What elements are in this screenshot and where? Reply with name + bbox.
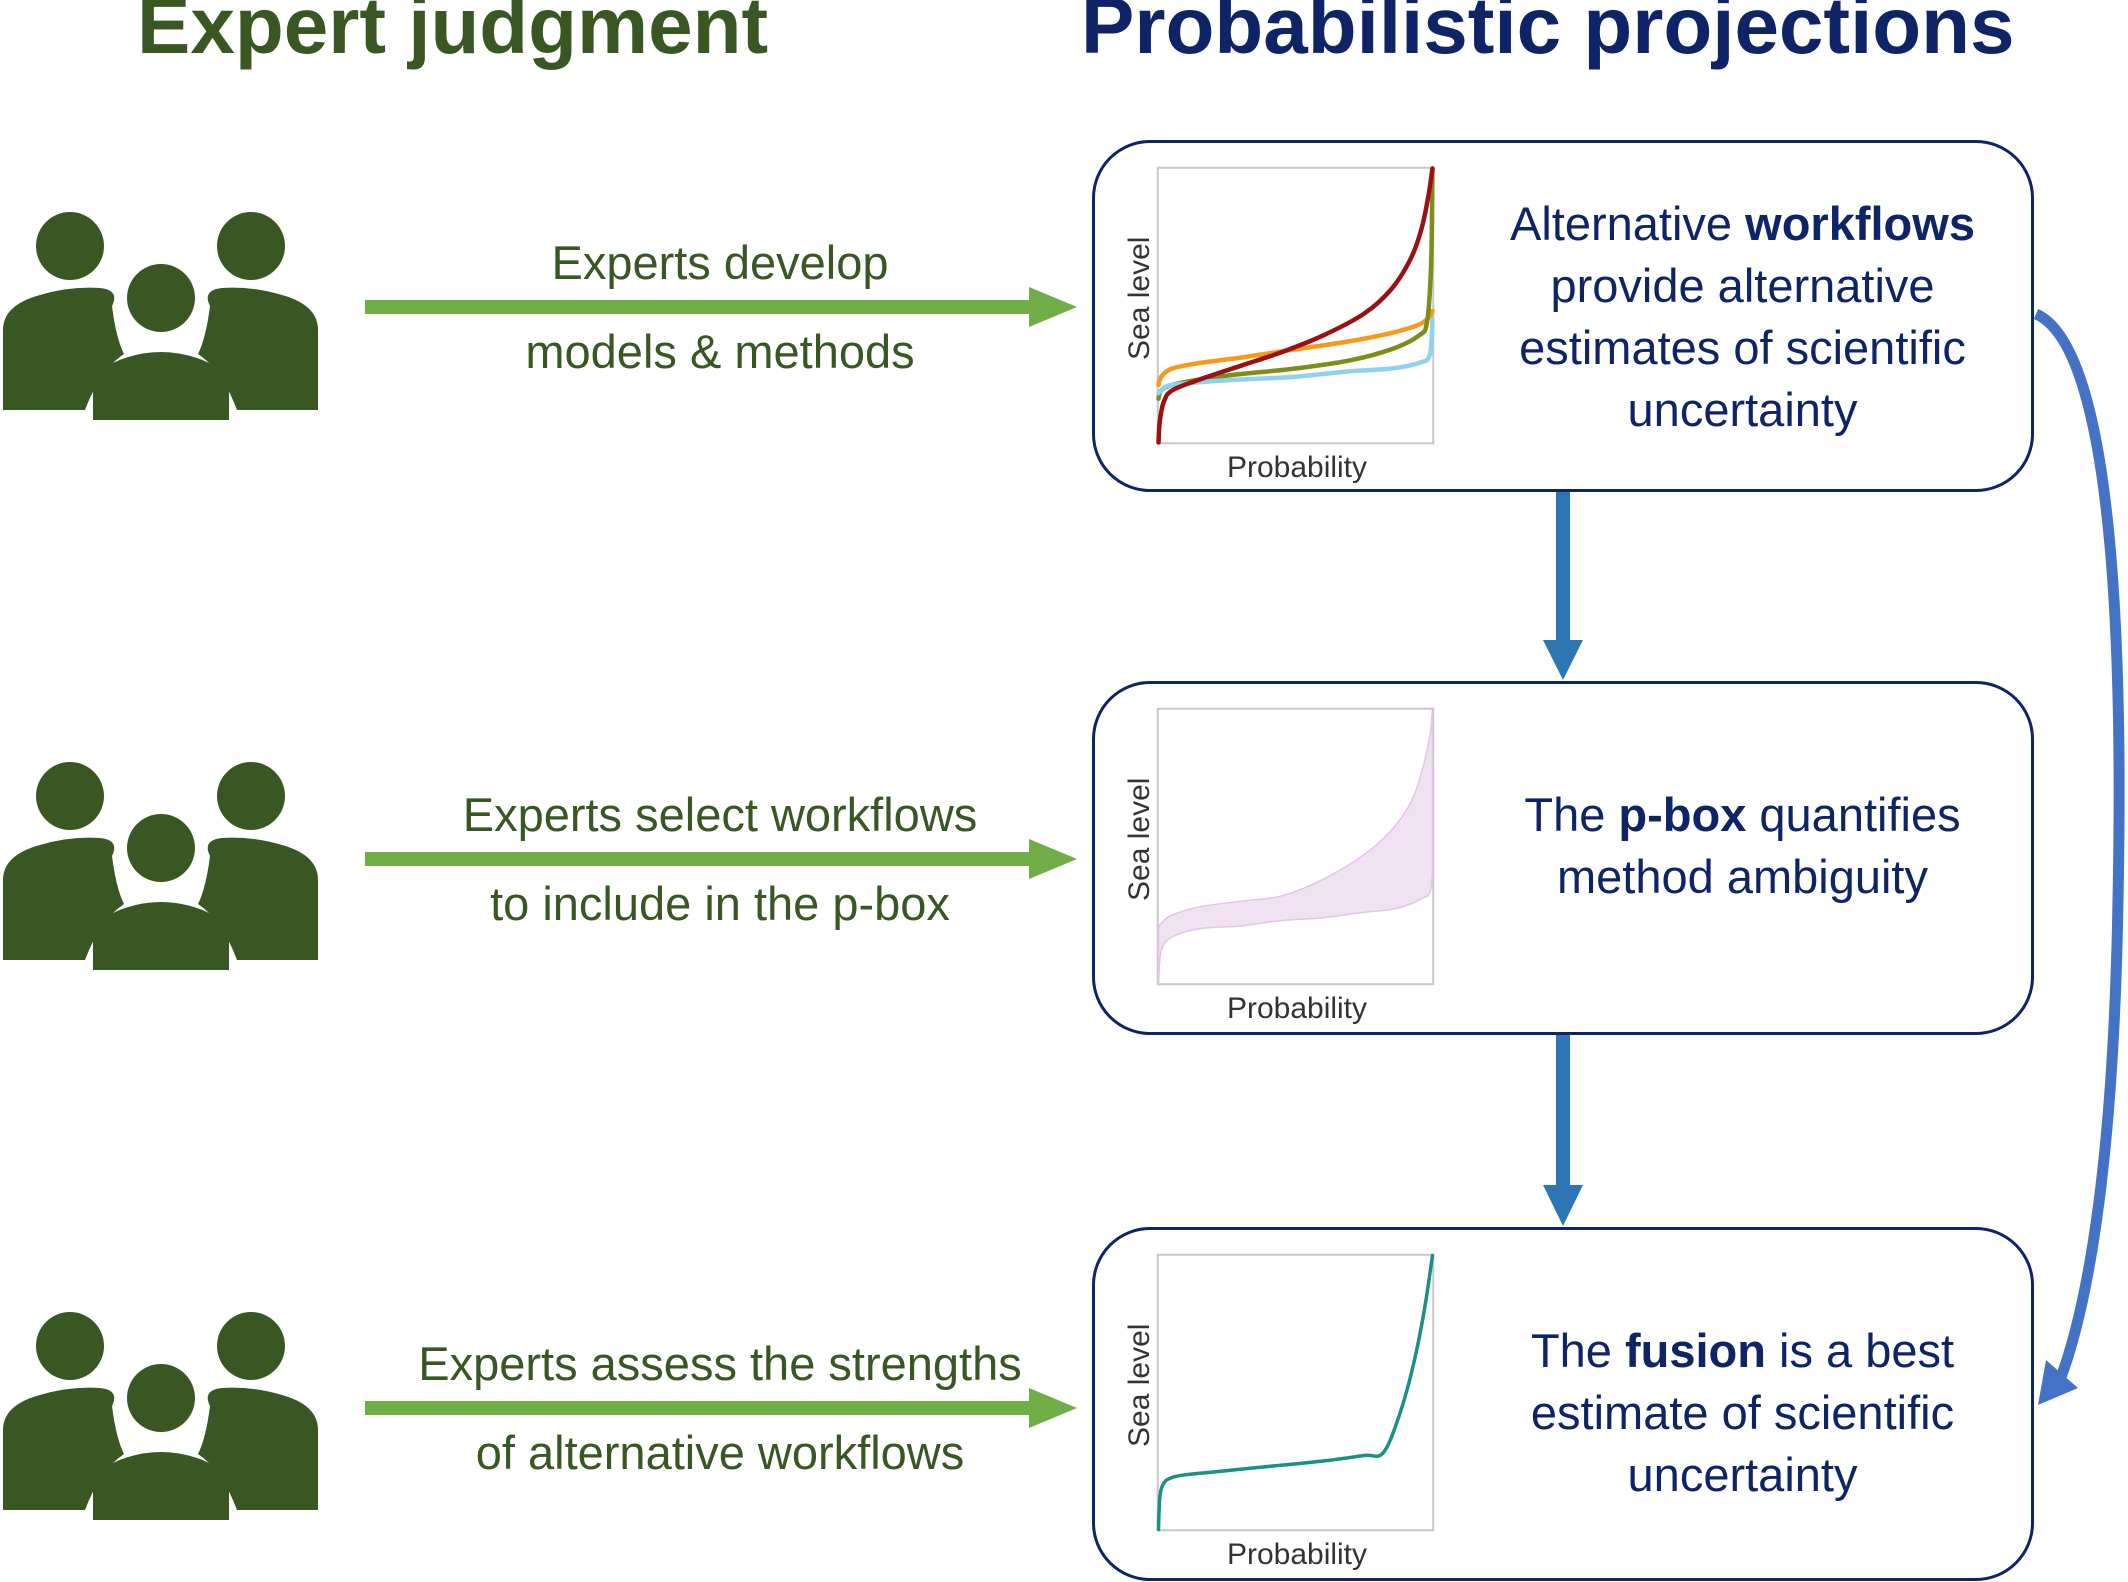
box-description: The fusion is a best estimate of scientif… [1455,1320,2030,1506]
right-arrow-icon [365,839,1077,879]
step-text-line-1: Experts select workflows [462,788,978,841]
y-axis-label: Sea level [1123,236,1156,360]
plot-svg [1156,1253,1435,1532]
y-axis-label: Sea level [1123,1323,1156,1447]
plot-area [1156,707,1437,988]
series-line-fusion [1156,1253,1435,1532]
plot-svg [1156,166,1435,445]
emphasis: fusion [1624,1324,1766,1377]
p-box-band [1157,709,1434,984]
fusion-box: Sea level Probability The fusion is a be… [1092,1227,2034,1581]
desc-line: estimates of scientific [1519,321,1966,374]
x-axis-label: Probability [1226,992,1368,1025]
desc-line: uncertainty [1627,1448,1858,1501]
y-axis-label: Sea level [1123,777,1156,901]
down-arrow-1 [1543,492,1583,680]
emphasis: p-box [1618,788,1747,841]
desc-line: The p-box quantifies [1524,788,1961,841]
right-arrow-icon [365,287,1077,327]
box-description: Alternative workflows provide alternative… [1455,193,2030,441]
desc-line: provide alternative [1550,259,1935,312]
curved-arrow-workflows-to-fusion [2033,308,2125,1405]
workflows-box: Sea level Probability Alternative workfl… [1092,140,2034,492]
series-line-workflow-lightblue [1156,316,1435,396]
right-arrow-icon [365,1388,1077,1428]
desc-line: uncertainty [1627,383,1858,436]
desc-line: method ambiguity [1557,850,1928,903]
p-box-box: Sea level Probability The p-box quantifi… [1092,681,2034,1035]
step-text-line-2: of alternative workflows [475,1426,965,1479]
desc-line: Alternative workflows [1510,197,1975,250]
people-group-icon [3,212,318,420]
step-text-line-1: Experts assess the strengths [418,1337,1022,1390]
people-group-icon [3,762,318,970]
x-axis-label: Probability [1226,451,1368,484]
people-group-icon [3,1312,318,1520]
plot-area [1156,166,1437,447]
x-axis-label: Probability [1226,1538,1368,1571]
step-text-line-1: Experts develop [551,236,889,289]
box-description: The p-box quantifies method ambiguity [1455,784,2030,908]
plot-area [1156,1253,1437,1534]
plot-svg [1156,707,1435,986]
probabilistic-projections-title: Probabilistic projections [1081,0,2015,70]
down-arrow-2 [1543,1035,1583,1226]
desc-line: estimate of scientific [1530,1386,1955,1439]
plot-frame [1156,166,1435,445]
step-text-line-2: to include in the p-box [490,877,950,930]
series-line-workflow-darkred [1156,166,1435,445]
step-text-line-2: models & methods [525,325,915,378]
desc-line: The fusion is a best [1530,1324,1955,1377]
emphasis: workflows [1745,197,1975,250]
plot-frame [1156,1253,1435,1532]
expert-judgment-title: Expert judgment [137,0,769,70]
